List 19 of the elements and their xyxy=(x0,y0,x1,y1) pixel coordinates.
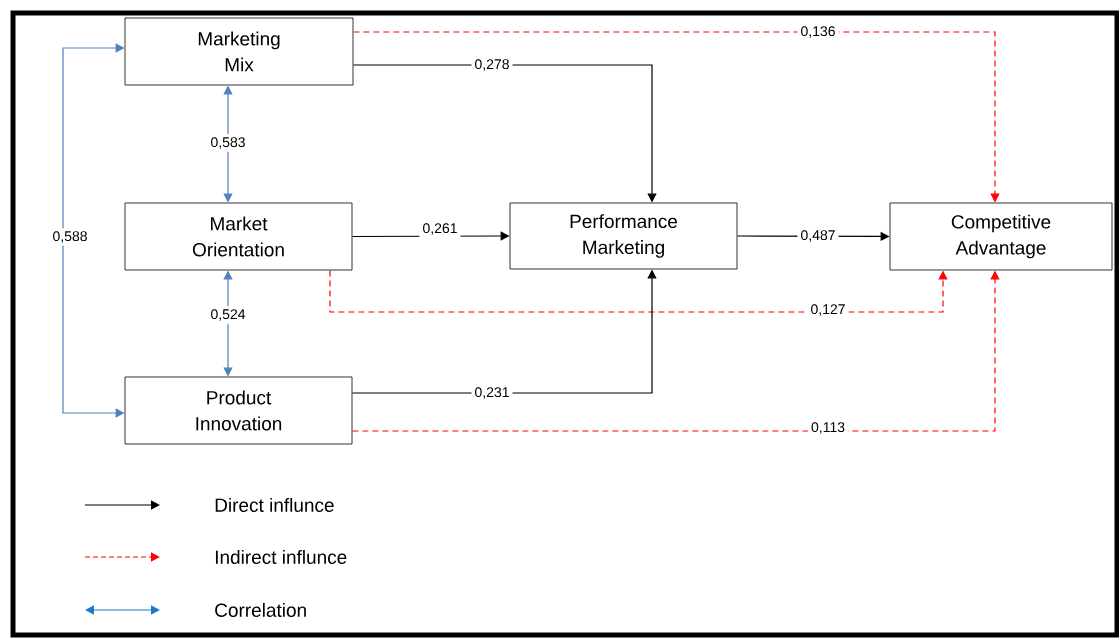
arrow xyxy=(329,269,948,313)
edge-label: 0,487 xyxy=(797,227,839,245)
legend-text: Correlation xyxy=(215,603,306,617)
legend-text: Direct influnce xyxy=(215,498,334,512)
variable-box: Marketing Mix xyxy=(124,17,354,86)
variable-box: Performance Marketing xyxy=(509,202,738,270)
edge-label: 0,278 xyxy=(471,56,513,74)
edge-label: 0,127 xyxy=(807,301,849,319)
variable-box: Product Innovation xyxy=(124,376,353,445)
edge-label: 0,231 xyxy=(471,384,513,402)
edge-label: 0,136 xyxy=(797,23,839,41)
edge-label: 0,113 xyxy=(808,419,848,437)
edge-label: 0,588 xyxy=(49,228,91,246)
variable-box: Market Orientation xyxy=(124,202,353,271)
legend-text: Indirect influnce xyxy=(215,550,347,564)
edge-label: 0,524 xyxy=(207,306,249,324)
variable-box: Competitive Advantage xyxy=(889,202,1113,271)
edge-label: 0,261 xyxy=(419,220,461,238)
edge-label: 0,583 xyxy=(207,134,249,152)
